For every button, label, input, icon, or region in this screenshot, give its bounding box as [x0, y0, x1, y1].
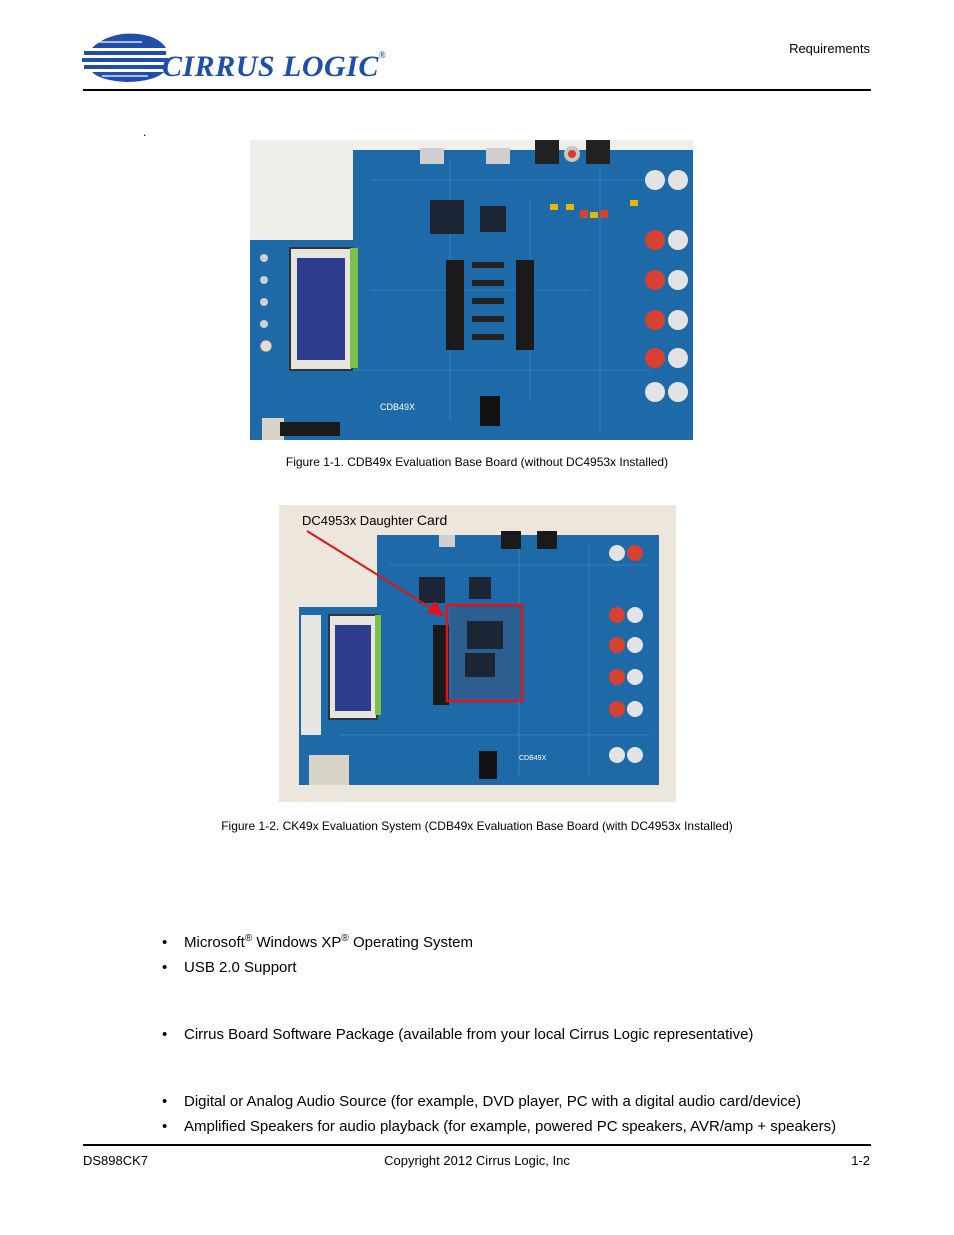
stray-period: .	[143, 125, 147, 139]
footer-rule	[83, 1144, 871, 1146]
figure-2-caption: Figure 1-2. CK49x Evaluation System (CDB…	[221, 819, 733, 833]
callout-arrow-line	[306, 530, 440, 614]
copyright: Copyright 2012 Cirrus Logic, Inc	[384, 1153, 570, 1168]
callout-arrow-head	[427, 601, 445, 617]
cirrus-logic-logo	[82, 33, 168, 82]
highlight-box	[445, 603, 524, 703]
running-header-section: Requirements	[789, 41, 870, 56]
figure-2-photo: CDB49X	[279, 505, 676, 802]
daughter-card-callout: DC4953x Daughter Card	[302, 512, 448, 528]
page-number: 1-2	[851, 1153, 870, 1168]
figure-1-photo: CDB49X	[250, 140, 693, 440]
document-id: DS898CK7	[83, 1153, 149, 1168]
header-rule	[83, 89, 871, 91]
board-silkscreen-label: CDB49X	[380, 402, 415, 412]
figure-1-caption: Figure 1-1. CDB49x Evaluation Base Board…	[285, 455, 669, 469]
board-silkscreen-label: CDB49X	[519, 755, 547, 762]
logo-wordmark: CIRRUS LOGIC®	[162, 50, 387, 83]
